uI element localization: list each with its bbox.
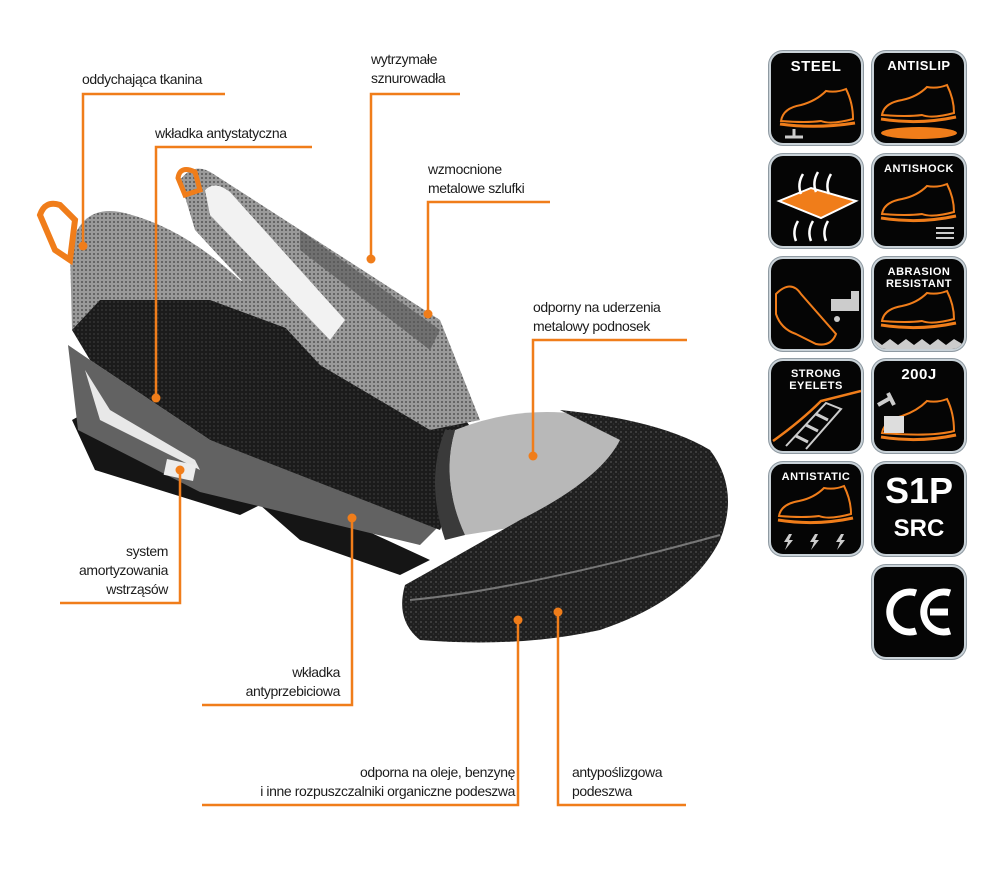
badge-src: SRC — [893, 515, 945, 542]
badge-antislip: ANTISLIP — [874, 53, 964, 143]
callout-line: odporna na oleje, benzynę — [359, 764, 515, 780]
badge-antistatic: ANTISTATIC — [771, 464, 861, 554]
callout-laces: wytrzymałe sznurowadła — [371, 50, 446, 88]
badge-s1p-src: S1P SRC — [874, 464, 964, 554]
marker-dot — [151, 393, 161, 403]
callout-shock-absorption: system amortyzowania wstrząsów — [79, 542, 168, 599]
shoe-spring-icon — [880, 182, 957, 239]
callout-line: amortyzowania — [79, 562, 168, 578]
insole-black-mesh — [72, 300, 480, 530]
leader-breathable-fabric — [81, 92, 225, 246]
callout-line: wkładka — [292, 664, 340, 680]
tongue — [175, 167, 480, 431]
badge-s1p: S1P — [884, 470, 954, 511]
leader-puncture — [202, 518, 354, 707]
laces-eyelets-icon — [772, 389, 861, 450]
callout-toecap: odporny na uderzenia metalowy podnosek — [533, 298, 661, 336]
marker-dot — [347, 513, 357, 523]
metal-toecap — [435, 412, 665, 540]
callout-line: wstrząsów — [106, 581, 168, 597]
callout-antistatic-insole: wkładka antystatyczna — [155, 125, 287, 141]
leader-antislip — [556, 612, 686, 807]
badge-breathable — [771, 156, 861, 246]
callout-line: odporny na uderzenia — [533, 299, 661, 315]
marker-dot — [553, 607, 563, 617]
shoe-antislip-icon — [880, 83, 957, 139]
badge-antishock: ANTISHOCK — [874, 156, 964, 246]
marker-dot — [366, 254, 376, 264]
marker-dot — [175, 465, 185, 475]
callout-line: sznurowadła — [371, 70, 446, 86]
shoe-steel-nail-icon — [779, 87, 856, 139]
badge-label-line: STRONG — [790, 368, 842, 380]
ce-mark-icon — [886, 588, 952, 636]
callout-line: metalowy podnosek — [533, 318, 650, 334]
leader-toecap — [531, 338, 687, 456]
badge-label-line: EYELETS — [789, 380, 843, 392]
badge-steel: STEEL — [771, 53, 861, 143]
callout-oil-resistant: odporna na oleje, benzynę i inne rozpusz… — [260, 763, 515, 801]
badge-water-resistant — [771, 259, 861, 349]
callout-line: system — [126, 543, 168, 559]
marker-dot — [78, 241, 88, 251]
leader-antistatic-insole — [154, 145, 312, 398]
callout-line: i inne rozpuszczalniki organiczne podesz… — [260, 783, 515, 799]
callout-line: podeszwa — [572, 783, 632, 799]
leader-eyelets — [426, 200, 550, 314]
breathable-membrane-icon — [776, 171, 859, 242]
badge-label: ANTISLIP — [887, 58, 951, 73]
badge-label: ANTISHOCK — [884, 163, 954, 175]
marker-dot — [528, 451, 538, 461]
rubber-toe — [402, 410, 728, 643]
badge-ce — [874, 567, 964, 657]
badge-label-line: ABRASION — [887, 266, 951, 278]
callout-line: wytrzymałe — [371, 51, 438, 67]
callout-breathable-fabric: oddychająca tkanina — [82, 71, 203, 87]
leader-shock — [60, 470, 182, 605]
callout-puncture-insert: wkładka antyprzebiciowa — [245, 663, 341, 701]
badge-200j: 200J — [874, 361, 964, 451]
shoe-abrasion-icon — [874, 289, 964, 349]
badge-label: 200J — [901, 366, 937, 383]
leader-oil — [202, 620, 520, 807]
marker-dot — [513, 615, 523, 625]
shoe-lightning-icon — [777, 484, 854, 550]
callout-eyelets: wzmocnione metalowe szlufki — [428, 160, 525, 198]
callout-antislip-sole: antypoślizgowa podeszwa — [572, 763, 663, 801]
leader-laces — [369, 92, 460, 259]
upper-water-tap-icon — [775, 285, 859, 346]
callout-line: wzmocnione — [428, 161, 502, 177]
callout-line: antyprzebiciowa — [245, 683, 341, 699]
callout-line: antypoślizgowa — [572, 764, 663, 780]
marker-dot — [423, 309, 433, 319]
badge-label: ANTISTATIC — [781, 471, 851, 483]
shoe-hammer-impact-icon — [877, 392, 957, 442]
badge-label-line: RESISTANT — [885, 278, 953, 290]
badge-label: STEEL — [790, 58, 842, 75]
callout-line: metalowe szlufki — [428, 180, 525, 196]
